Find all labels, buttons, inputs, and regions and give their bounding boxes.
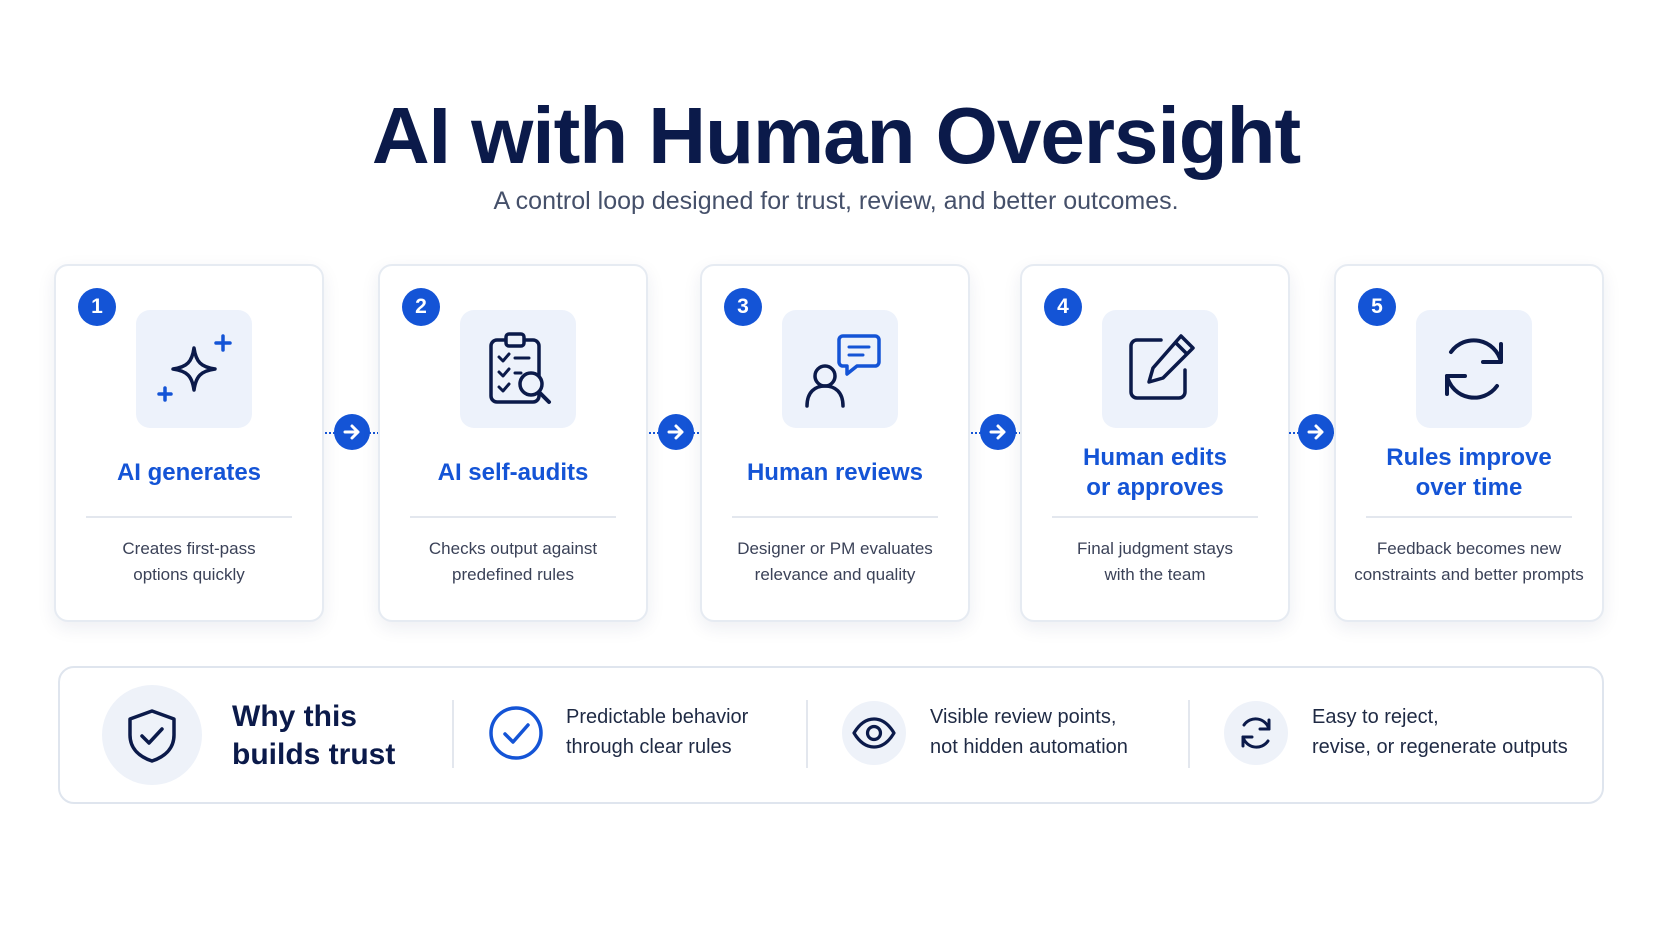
arrow-right-icon	[334, 414, 370, 450]
arrow-right-icon	[980, 414, 1016, 450]
step-card-3: 3 Human reviews Designer or PM evaluates…	[700, 264, 970, 622]
divider	[1188, 700, 1190, 768]
page-subtitle: A control loop designed for trust, revie…	[493, 187, 1179, 215]
step-badge: 4	[1044, 288, 1082, 326]
step-badge: 3	[724, 288, 762, 326]
page-title: AI with Human Oversight	[371, 91, 1301, 180]
arrow-right-icon	[1298, 414, 1334, 450]
shield-check-icon	[128, 709, 176, 763]
divider	[410, 516, 616, 518]
step-badge: 1	[78, 288, 116, 326]
shield-tile	[102, 685, 202, 785]
divider	[806, 700, 808, 768]
check-circle-icon	[489, 706, 543, 760]
step-title: AI generates	[116, 459, 262, 486]
sparkle-icon	[157, 334, 232, 402]
icon-tile	[1102, 310, 1218, 428]
divider	[1366, 516, 1572, 518]
refresh-tile	[1224, 701, 1288, 765]
step-title: Human reviews	[746, 459, 924, 486]
eye-icon	[852, 717, 896, 749]
step-badge: 2	[402, 288, 440, 326]
flow-connector	[325, 414, 379, 452]
trust-feature-text: Visible review points,not hidden automat…	[930, 706, 1128, 758]
step-title: AI self-audits	[437, 459, 589, 486]
edit-icon	[1129, 334, 1195, 400]
refresh-icon	[1241, 717, 1271, 749]
check-circle-tile	[484, 701, 548, 765]
icon-tile	[1416, 310, 1532, 428]
flow-connector	[971, 414, 1025, 452]
step-badge: 5	[1358, 288, 1396, 326]
clipboard-search-icon	[489, 332, 551, 404]
divider	[452, 700, 454, 768]
arrow-right-icon	[658, 414, 694, 450]
icon-tile	[136, 310, 252, 428]
eye-tile	[842, 701, 906, 765]
icon-tile	[460, 310, 576, 428]
flow-connector	[1289, 414, 1343, 452]
icon-tile	[782, 310, 898, 428]
refresh-icon	[1445, 338, 1503, 400]
flow-connector	[649, 414, 703, 452]
trust-feature-text: Easy to reject,revise, or regenerate out…	[1312, 706, 1568, 758]
divider	[1052, 516, 1258, 518]
person-chat-icon	[805, 334, 881, 408]
divider	[86, 516, 292, 518]
divider	[732, 516, 938, 518]
